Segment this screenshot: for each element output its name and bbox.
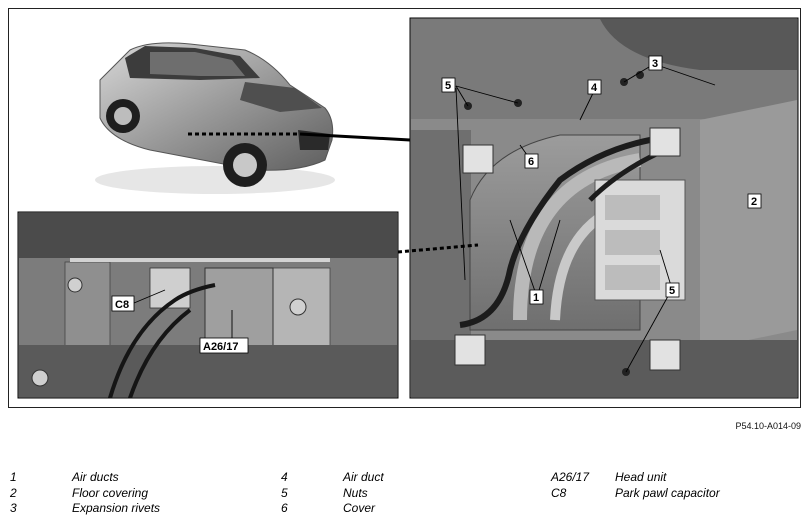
legend-row: 1 Air ducts	[10, 470, 160, 486]
legend-number: 5	[281, 485, 288, 500]
callouts: 5 3 4 6 2 1 5 C8 A26/17	[111, 55, 762, 354]
vehicle-illustration	[95, 42, 411, 194]
callout-c8: C8	[115, 299, 129, 311]
legend-number: 6	[281, 501, 288, 515]
main-detail-view	[397, 17, 799, 399]
legend-number: 2	[10, 485, 17, 500]
legend-column-1: 1 Air ducts 2 Floor covering 3 Expansion ri…	[10, 470, 160, 517]
legend-label: Cover	[343, 501, 376, 515]
legend-number: 1	[10, 470, 17, 484]
legend-label: Floor covering	[72, 485, 149, 500]
legend-number: A26/17	[551, 470, 590, 484]
callout-6: 6	[528, 156, 534, 168]
inset-detail-view	[17, 211, 399, 399]
legend-row: 3 Expansion rivets	[10, 501, 160, 517]
legend-label: Air duct	[343, 470, 384, 484]
callout-2: 2	[751, 196, 757, 208]
callout-5-bottom: 5	[669, 285, 675, 297]
legend-row: 5 Nuts	[281, 486, 384, 502]
legend-column-2: 4 Air duct 5 Nuts 6 Cover	[281, 470, 384, 517]
callout-a26-17: A26/17	[203, 341, 238, 353]
legend-row: 4 Air duct	[281, 470, 384, 486]
figure-code: P54.10-A014-09	[735, 421, 801, 431]
legend-row: 6 Cover	[281, 501, 384, 517]
legend-number: 3	[10, 501, 17, 515]
legend-label: Head unit	[615, 470, 667, 484]
legend-row: 2 Floor covering	[10, 486, 160, 502]
legend-number: 4	[281, 470, 288, 484]
legend-number: C8	[551, 485, 567, 500]
legend-row: C8 Park pawl capacitor	[551, 486, 720, 502]
legend-label: Air ducts	[72, 470, 119, 484]
legend-label: Nuts	[343, 485, 368, 500]
legend-column-3: A26/17 Head unit C8 Park pawl capacitor	[551, 470, 720, 501]
callout-5-top: 5	[445, 80, 451, 92]
callout-3: 3	[652, 58, 658, 70]
callout-1: 1	[533, 292, 539, 304]
callout-4: 4	[591, 82, 598, 94]
legend-label: Expansion rivets	[72, 501, 161, 515]
legend-row: A26/17 Head unit	[551, 470, 720, 486]
legend-label: Park pawl capacitor	[615, 485, 720, 500]
